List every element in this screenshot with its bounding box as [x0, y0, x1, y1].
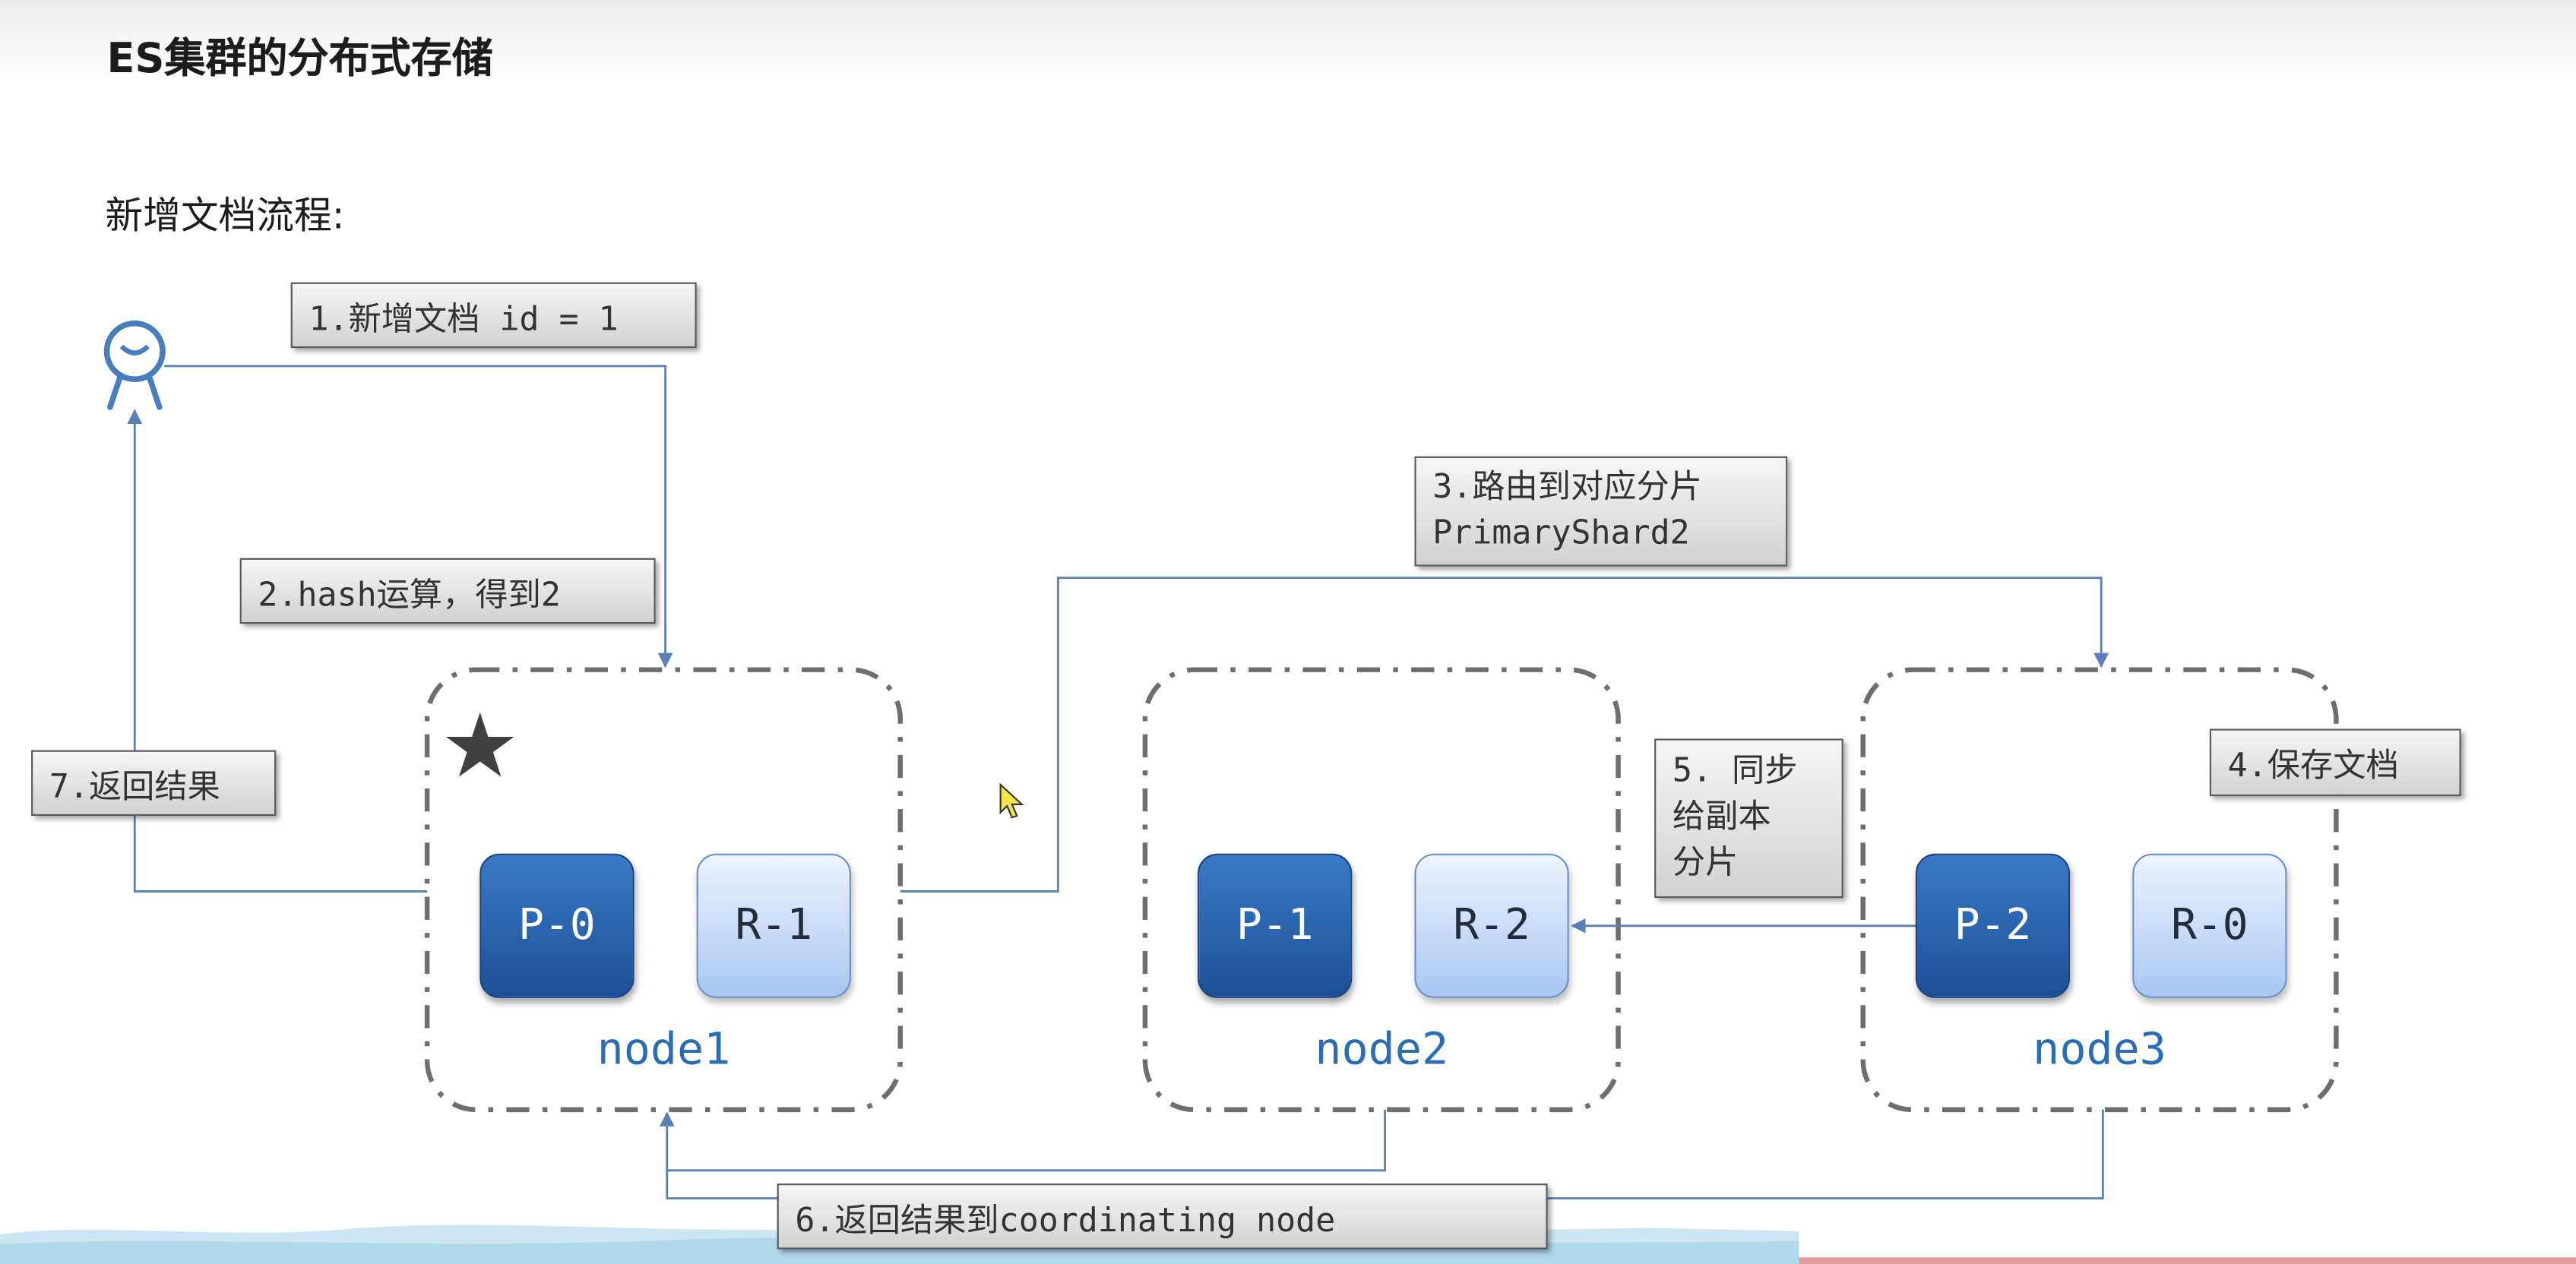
step2-label: 2.hash运算，得到2: [239, 558, 656, 624]
node2-primary-shard: P-1: [1198, 853, 1353, 998]
page-title: ES集群的分布式存储: [106, 34, 493, 83]
user-icon: [103, 320, 166, 410]
node3-label: node3: [2033, 1024, 2166, 1076]
node1-primary-shard: P-0: [479, 853, 635, 998]
step5-label: 5. 同步 给副本 分片: [1654, 738, 1843, 899]
mouse-cursor-icon: [999, 782, 1024, 819]
arrow-node1-to-client: [127, 409, 428, 893]
step6-label: 6.返回结果到coordinating node: [777, 1183, 1548, 1250]
node1-label: node1: [597, 1024, 731, 1076]
step3-label: 3.路由到对应分片 PrimaryShard2: [1414, 456, 1788, 567]
node2-replica-shard: R-2: [1414, 853, 1569, 998]
node3-replica-shard: R-0: [2132, 853, 2287, 998]
node2-label: node2: [1315, 1024, 1449, 1076]
arrow-node1-to-node3: [900, 577, 2109, 893]
arrow-node2-to-node1: [659, 1109, 1386, 1172]
flow-subtitle: 新增文档流程:: [105, 195, 345, 239]
node1-replica-shard: R-1: [696, 853, 851, 998]
step1-label: 1.新增文档 id = 1: [290, 282, 697, 349]
arrow-client-to-node1: [164, 365, 673, 668]
node3-primary-shard: P-2: [1915, 853, 2071, 998]
star-icon: ★: [440, 694, 521, 798]
step7-label: 7.返回结果: [31, 750, 277, 817]
step4-label: 4.保存文档: [2209, 728, 2461, 797]
